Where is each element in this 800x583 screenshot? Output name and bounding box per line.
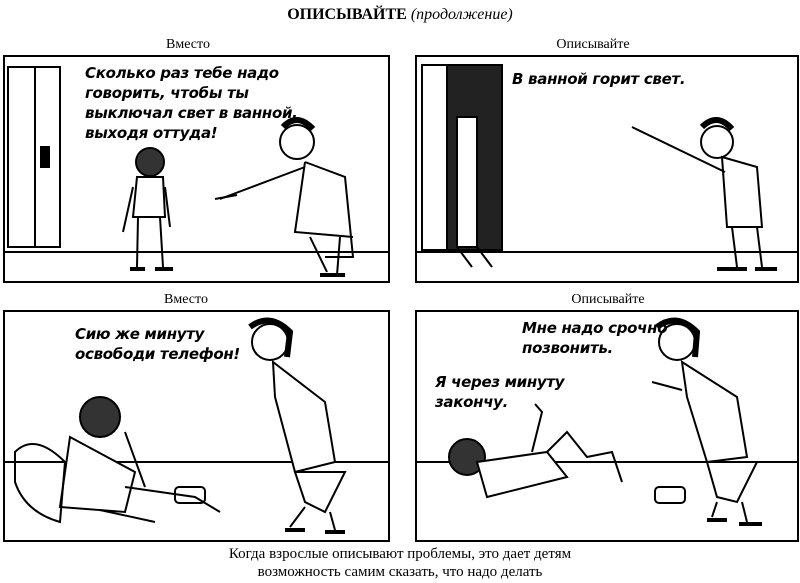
title-subtitle: (продолжение) bbox=[410, 6, 513, 23]
panel-3-speech: Сию же минуту освободи телефон! bbox=[75, 325, 240, 363]
panel-1-illustration bbox=[5, 66, 388, 277]
panel-4-speech-child: Я через минуту закончу. bbox=[435, 373, 565, 411]
panel-4-speech-mother: Мне надо срочно позвонить. bbox=[522, 319, 668, 357]
page-title: ОПИСЫВАЙТЕ (продолжение) bbox=[0, 6, 800, 24]
panel-2-speech: В ванной горит свет. bbox=[512, 70, 686, 88]
panel-3-instead: Сию же минуту освободи телефон! bbox=[3, 310, 390, 542]
title-main: ОПИСЫВАЙТЕ bbox=[287, 6, 407, 23]
panel-1-label: Вместо bbox=[166, 37, 210, 52]
panel-4-illustration bbox=[417, 317, 797, 526]
panel-2-label: Описывайте bbox=[556, 37, 630, 52]
panel-4-label: Описывайте bbox=[571, 292, 645, 307]
page-caption: Когда взрослые описывают проблемы, это д… bbox=[0, 545, 800, 581]
caption-line-1: Когда взрослые описывают проблемы, это д… bbox=[228, 546, 572, 562]
panel-4-describe: Мне надо срочно позвонить. Я через минут… bbox=[415, 310, 799, 542]
caption-line-2: возможность самим сказать, что надо дела… bbox=[257, 564, 543, 580]
panel-2-illustration bbox=[417, 64, 797, 271]
panel-1-speech: Сколько раз тебе надо говорить, чтобы ты… bbox=[85, 64, 298, 142]
panel-3-label: Вместо bbox=[164, 292, 208, 307]
panel-3-illustration bbox=[5, 317, 388, 534]
panel-1-instead: Сколько раз тебе надо говорить, чтобы ты… bbox=[3, 55, 390, 283]
panel-2-describe: В ванной горит свет. bbox=[415, 55, 799, 283]
